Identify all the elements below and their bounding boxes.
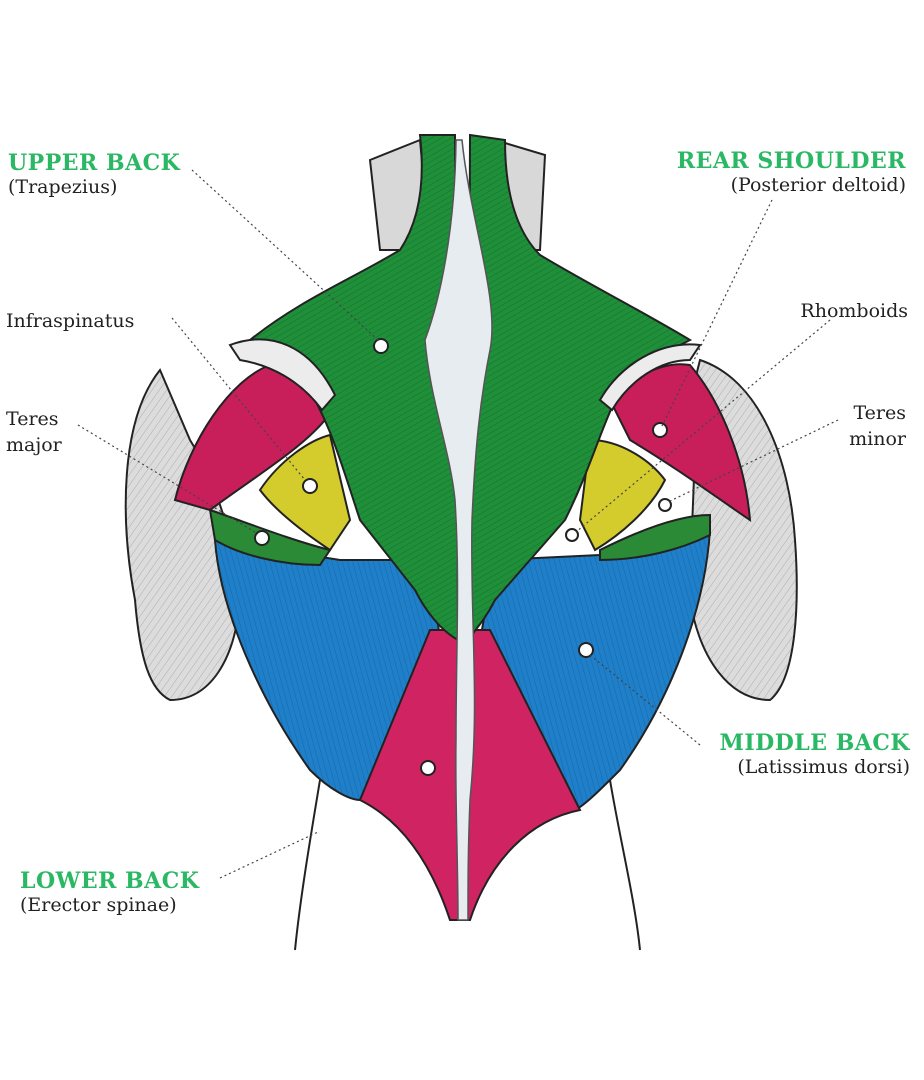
left-arm-hatch <box>125 370 240 700</box>
marker-teres-minor-left <box>302 478 318 494</box>
marker-erector <box>420 760 436 776</box>
teres-major-line1: Teres <box>6 408 59 430</box>
label-rhomboids: Rhomboids <box>800 300 908 322</box>
label-infraspinatus: Infraspinatus <box>6 310 135 332</box>
upper-back-title: UPPER BACK <box>8 150 181 176</box>
leader-upper-back <box>191 169 379 341</box>
teres-minor-right <box>578 438 667 552</box>
marker-deltoid-right <box>652 422 668 438</box>
marker-latissimus <box>578 642 594 658</box>
upper-back-subtitle: (Trapezius) <box>8 176 118 198</box>
lower-torso-outline <box>294 779 321 951</box>
leader-rhomboids <box>575 319 831 533</box>
lower-back-title: LOWER BACK <box>20 868 200 894</box>
label-lower-back: LOWER BACK (Erector spinae) <box>20 868 199 916</box>
lower-back-subtitle: (Erector spinae) <box>20 894 177 916</box>
leader-teres-major <box>77 424 259 535</box>
spine <box>424 139 493 921</box>
label-rear-shoulder: REAR SHOULDER (Posterior deltoid) <box>677 148 906 196</box>
marker-trapezius <box>373 338 389 354</box>
label-upper-back: UPPER BACK (Trapezius) <box>8 150 180 198</box>
leader-middle-back <box>589 654 701 746</box>
leader-rear-shoulder <box>661 199 773 427</box>
teres-minor-line2: minor <box>849 428 906 450</box>
lower-torso-outline-right <box>609 779 641 951</box>
teres-minor-left <box>258 433 352 552</box>
teres-minor-line1: Teres <box>853 402 906 424</box>
marker-teres-minor-right <box>658 498 672 512</box>
teres-major-left <box>208 508 332 567</box>
latissimus-left <box>213 538 442 802</box>
acromion-left <box>228 338 337 412</box>
label-teres-minor: Teres minor <box>849 400 906 452</box>
acromion-right <box>598 343 702 412</box>
label-middle-back: MIDDLE BACK (Latissimus dorsi) <box>720 730 911 778</box>
leader-lower-back <box>219 831 319 879</box>
middle-back-subtitle: (Latissimus dorsi) <box>737 756 910 778</box>
marker-rhomboid-right <box>565 528 579 542</box>
teres-major-line2: major <box>6 434 62 456</box>
label-teres-major: Teres major <box>6 406 62 458</box>
rear-shoulder-title: REAR SHOULDER <box>676 148 906 174</box>
middle-back-title: MIDDLE BACK <box>719 730 910 756</box>
marker-teres-major-left <box>254 530 270 546</box>
leader-teres-minor <box>667 419 839 503</box>
teres-major-right <box>599 513 711 562</box>
rear-shoulder-subtitle: (Posterior deltoid) <box>730 174 906 196</box>
